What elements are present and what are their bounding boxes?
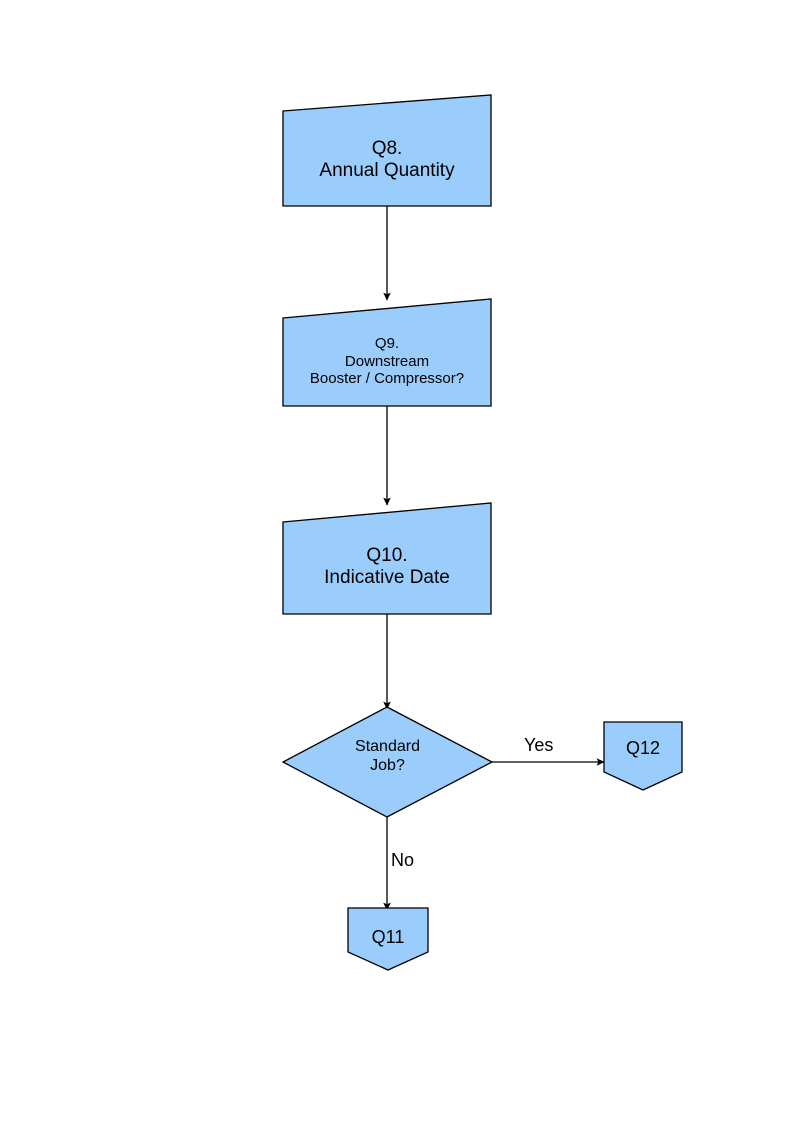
node-q11[interactable] xyxy=(347,907,429,971)
node-q8[interactable] xyxy=(282,94,492,207)
node-q12[interactable] xyxy=(603,721,683,791)
node-q10[interactable] xyxy=(282,502,492,615)
node-q9[interactable] xyxy=(282,298,492,407)
node-decision-standard-job[interactable] xyxy=(281,706,494,818)
